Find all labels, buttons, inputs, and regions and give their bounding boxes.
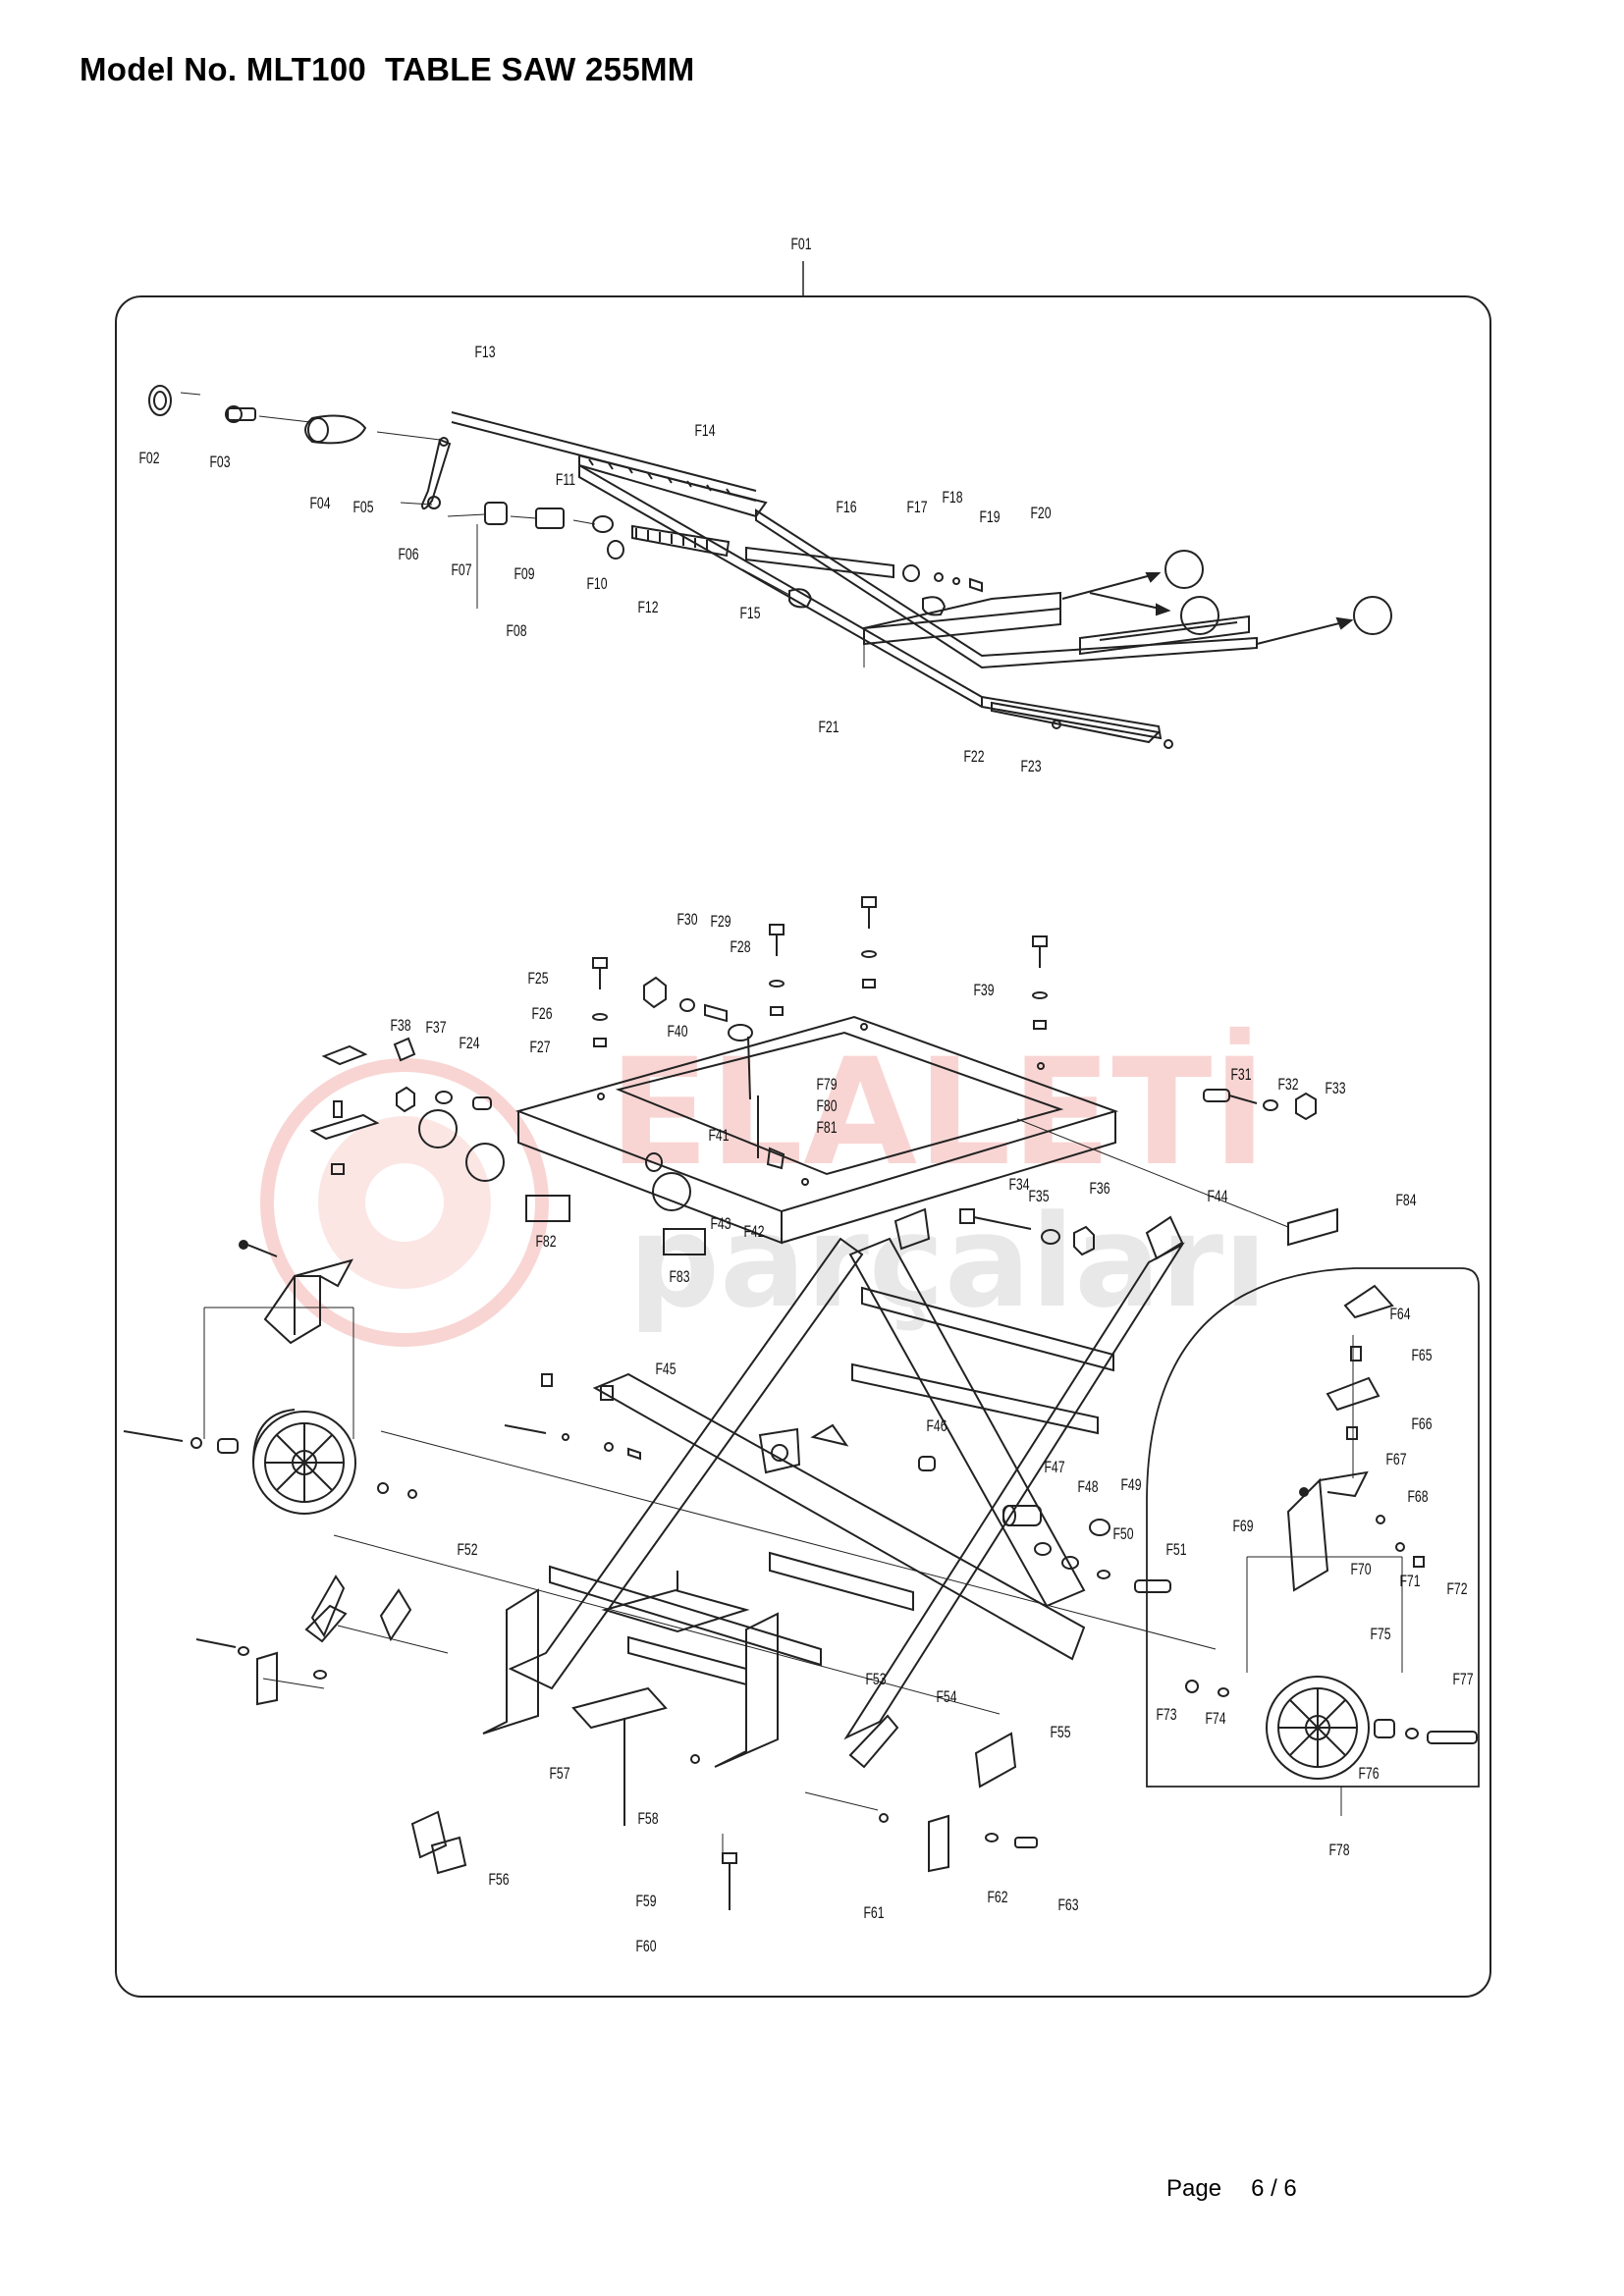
part-label-f72: F72: [1446, 1580, 1467, 1598]
page-number: 6 / 6: [1251, 2175, 1297, 2202]
part-label-f59: F59: [635, 1893, 656, 1910]
page-label: Page: [1166, 2175, 1222, 2202]
part-label-f24: F24: [459, 1035, 479, 1052]
part-label-f06: F06: [398, 546, 418, 563]
part-label-f41: F41: [708, 1127, 729, 1145]
part-label-f22: F22: [963, 748, 984, 766]
part-label-f19: F19: [979, 508, 1000, 526]
part-label-f30: F30: [677, 911, 697, 929]
part-label-f38: F38: [390, 1017, 410, 1035]
part-label-f82: F82: [535, 1233, 556, 1251]
part-label-f14: F14: [694, 422, 715, 440]
part-label-f58: F58: [637, 1810, 658, 1828]
part-label-f67: F67: [1385, 1451, 1406, 1468]
part-label-f71: F71: [1399, 1573, 1420, 1590]
part-label-f63: F63: [1057, 1896, 1078, 1914]
part-label-f12: F12: [637, 599, 658, 616]
part-label-f78: F78: [1328, 1842, 1349, 1859]
part-label-f05: F05: [352, 499, 373, 516]
part-label-f48: F48: [1077, 1478, 1098, 1496]
part-label-f01: F01: [790, 236, 811, 253]
part-label-f56: F56: [488, 1871, 509, 1889]
part-label-f62: F62: [987, 1889, 1007, 1906]
part-label-f70: F70: [1350, 1561, 1371, 1578]
part-label-f23: F23: [1020, 758, 1041, 775]
part-label-f21: F21: [818, 719, 839, 736]
part-label-f53: F53: [865, 1671, 886, 1688]
wheel-subassembly-frame: [1146, 1267, 1480, 1788]
part-label-f64: F64: [1389, 1306, 1410, 1323]
part-label-f26: F26: [531, 1005, 552, 1023]
part-label-f50: F50: [1112, 1525, 1133, 1543]
part-label-f45: F45: [655, 1361, 676, 1378]
part-label-f11: F11: [556, 471, 575, 489]
part-label-f33: F33: [1325, 1080, 1345, 1097]
part-label-f04: F04: [309, 495, 330, 512]
part-label-f35: F35: [1028, 1188, 1049, 1205]
part-label-f75: F75: [1370, 1626, 1390, 1643]
part-label-f55: F55: [1050, 1724, 1070, 1741]
part-label-f20: F20: [1030, 505, 1051, 522]
page-title: Model No. MLT100 TABLE SAW 255MM: [80, 51, 695, 87]
part-label-f03: F03: [209, 454, 230, 471]
part-label-f13: F13: [474, 344, 495, 361]
page-footer: Page 6 / 6: [1166, 2175, 1297, 2203]
part-label-f17: F17: [906, 499, 927, 516]
part-label-f40: F40: [667, 1023, 687, 1041]
part-label-f81: F81: [816, 1119, 837, 1137]
part-label-f18: F18: [942, 489, 962, 507]
part-label-f84: F84: [1395, 1192, 1416, 1209]
part-label-f74: F74: [1205, 1710, 1225, 1728]
part-label-f10: F10: [586, 575, 607, 593]
part-label-f80: F80: [816, 1097, 837, 1115]
watermark: ELALETİ parçaları: [260, 1026, 1268, 1347]
part-label-f47: F47: [1044, 1459, 1064, 1476]
part-label-f07: F07: [451, 561, 471, 579]
part-label-f69: F69: [1232, 1518, 1253, 1535]
part-label-f79: F79: [816, 1076, 837, 1094]
part-label-f42: F42: [743, 1223, 764, 1241]
part-label-f31: F31: [1230, 1066, 1251, 1084]
part-label-f37: F37: [425, 1019, 446, 1037]
part-label-f29: F29: [710, 913, 731, 931]
part-label-f09: F09: [514, 565, 534, 583]
part-label-f68: F68: [1407, 1488, 1428, 1506]
part-label-f65: F65: [1411, 1347, 1432, 1364]
part-label-f34: F34: [1008, 1176, 1029, 1194]
part-label-f60: F60: [635, 1938, 656, 1955]
part-label-f15: F15: [739, 605, 760, 622]
part-label-f77: F77: [1452, 1671, 1473, 1688]
part-label-f08: F08: [506, 622, 526, 640]
part-label-f39: F39: [973, 982, 994, 999]
part-label-f43: F43: [710, 1215, 731, 1233]
part-label-f52: F52: [457, 1541, 477, 1559]
part-label-f57: F57: [549, 1765, 569, 1783]
part-label-f76: F76: [1358, 1765, 1379, 1783]
part-label-f66: F66: [1411, 1415, 1432, 1433]
part-label-f27: F27: [529, 1039, 550, 1056]
part-label-f49: F49: [1120, 1476, 1141, 1494]
watermark-line1: ELALETİ: [609, 1026, 1267, 1199]
part-label-f46: F46: [926, 1417, 947, 1435]
part-label-f54: F54: [936, 1688, 956, 1706]
part-label-f16: F16: [836, 499, 856, 516]
part-label-f25: F25: [527, 970, 548, 988]
part-label-f02: F02: [138, 450, 159, 467]
part-label-f51: F51: [1165, 1541, 1186, 1559]
part-label-f36: F36: [1089, 1180, 1110, 1198]
part-label-f44: F44: [1207, 1188, 1227, 1205]
part-label-f83: F83: [669, 1268, 689, 1286]
part-label-f28: F28: [730, 938, 750, 956]
part-label-f32: F32: [1277, 1076, 1298, 1094]
part-label-f73: F73: [1156, 1706, 1176, 1724]
part-label-f61: F61: [863, 1904, 884, 1922]
